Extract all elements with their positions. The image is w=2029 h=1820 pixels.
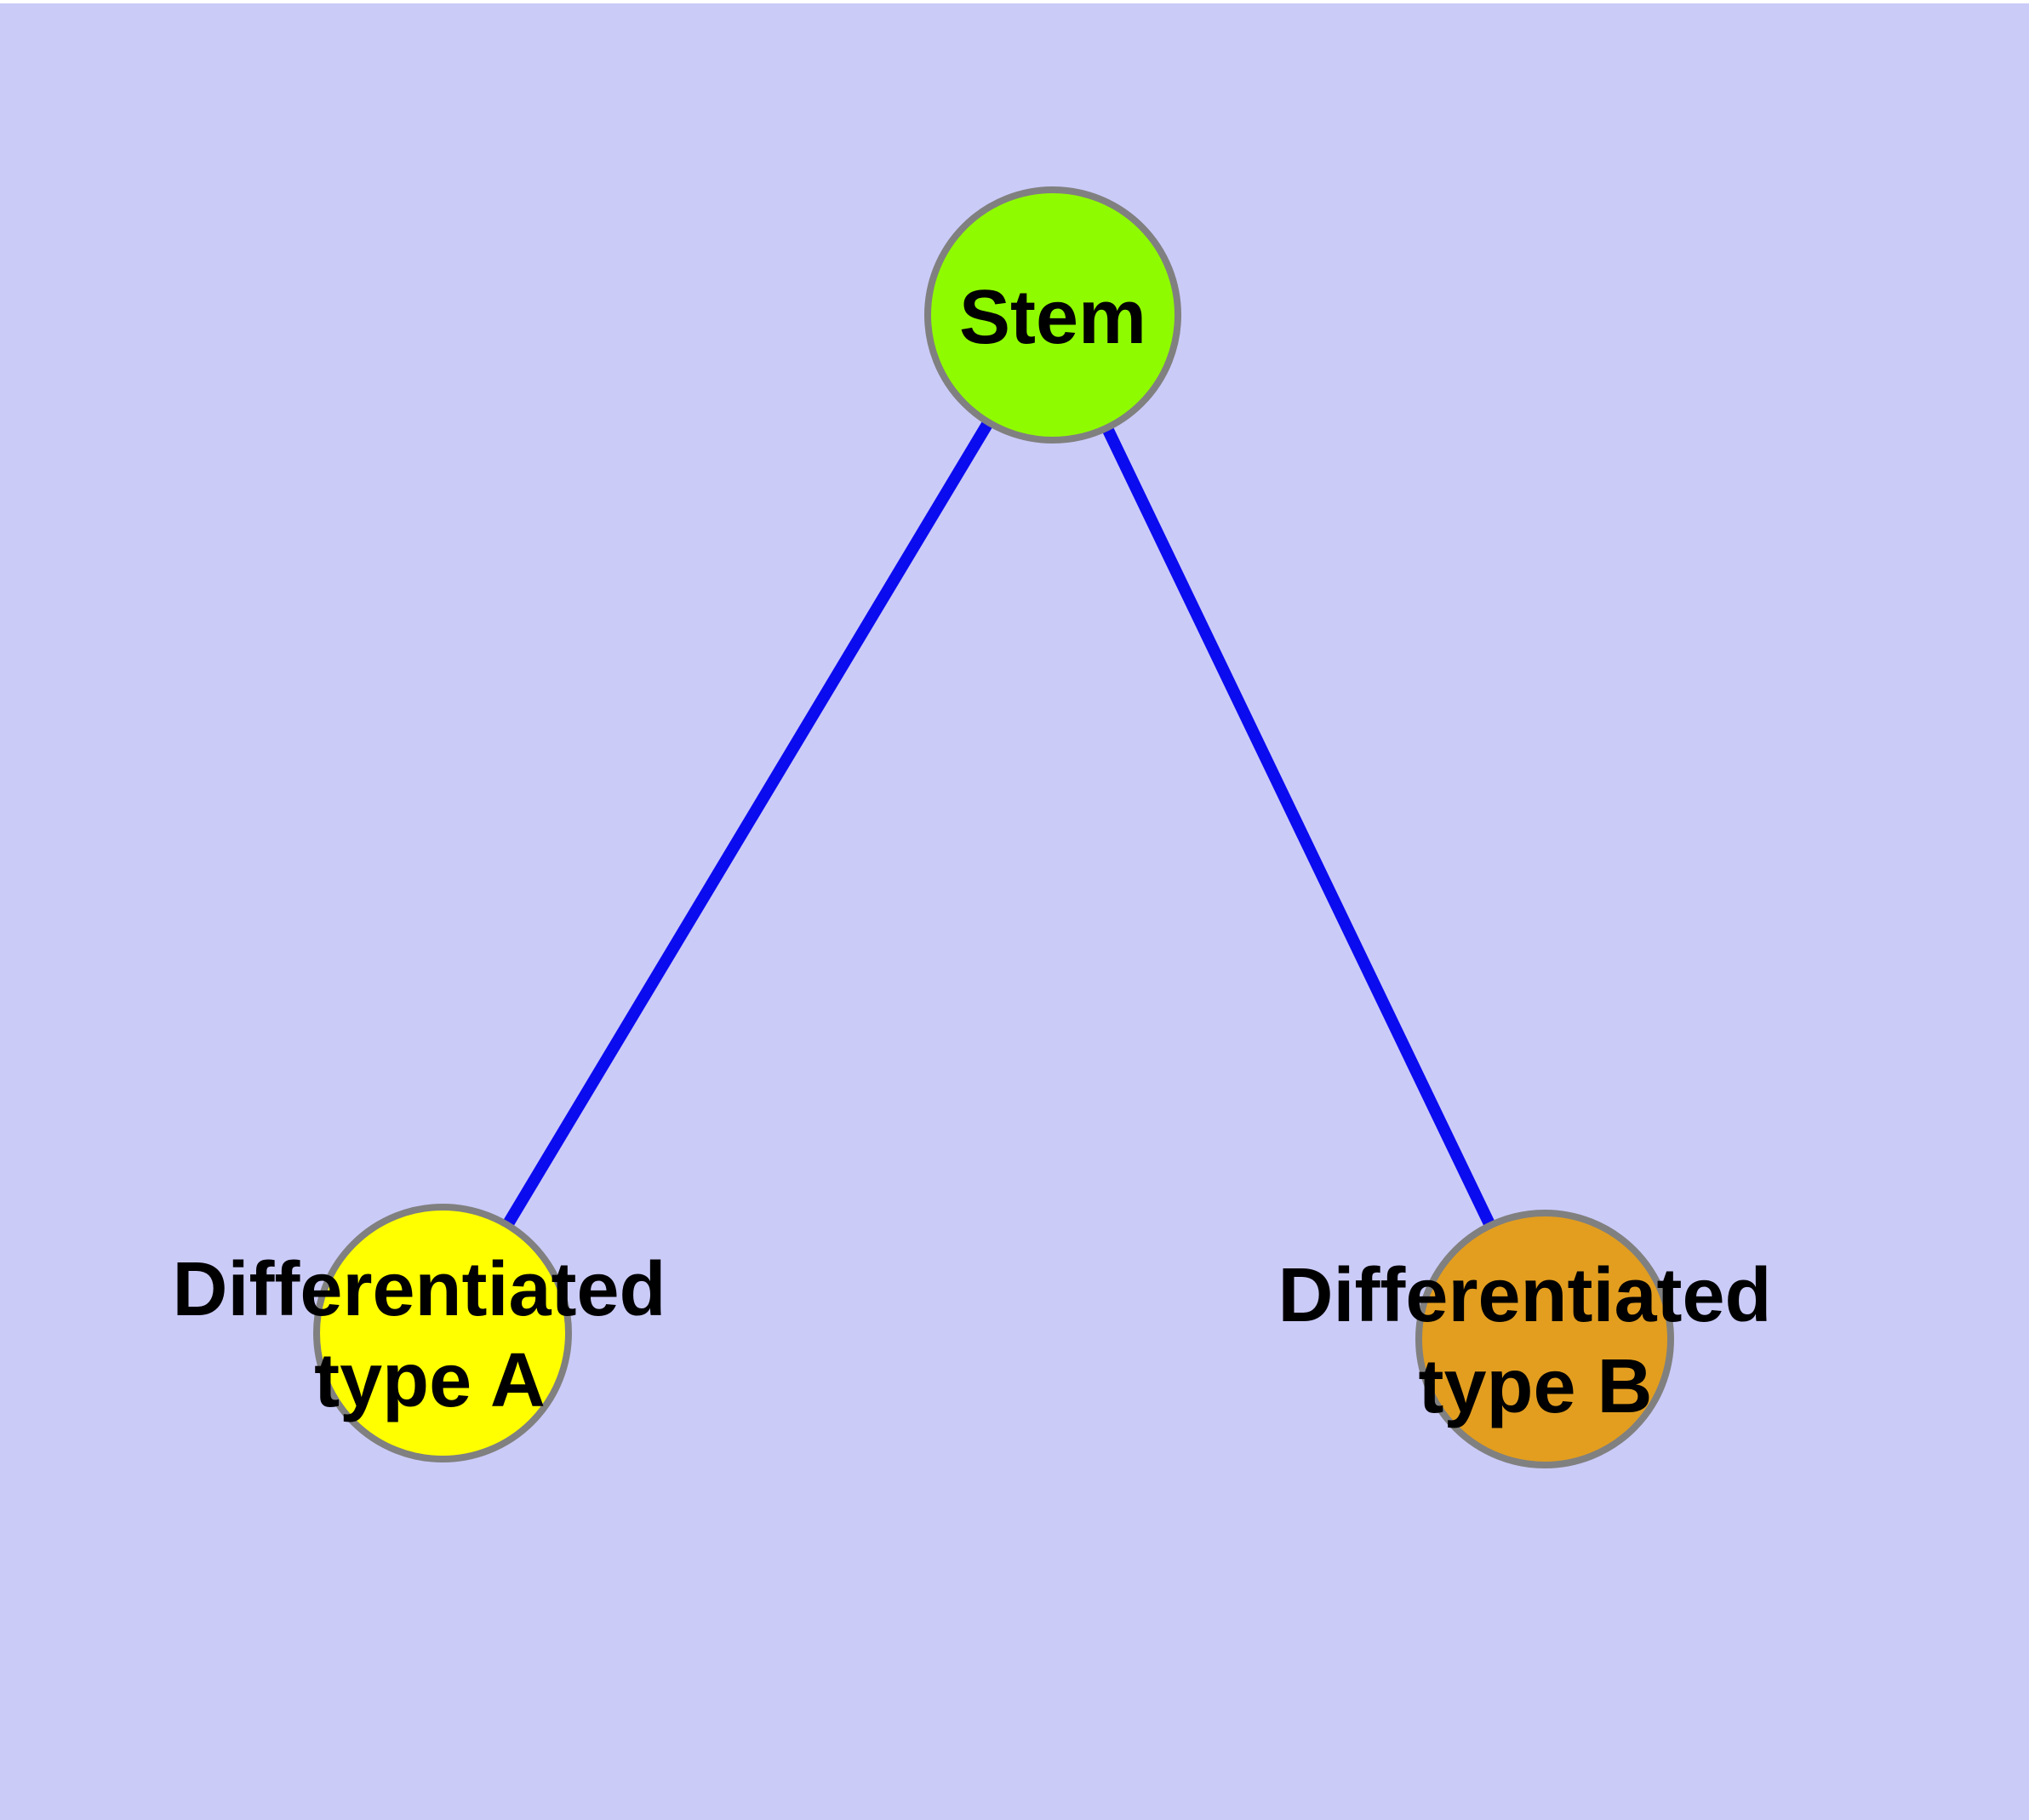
node-differentiated-type-b-label-line1: Differentiated [1277,1253,1771,1338]
node-differentiated-type-b[interactable] [1415,1210,1674,1468]
window-top-edge [0,0,2029,3]
node-stem[interactable] [924,186,1181,444]
node-stem-label: Stem [959,275,1146,360]
edge-stem-to-type-b [1047,312,1551,1342]
node-differentiated-type-a-label-line2: type A [314,1338,546,1423]
node-differentiated-type-a-label: Differentiated type A [172,1247,687,1423]
node-differentiated-type-a[interactable] [313,1204,572,1462]
edge-stem-to-type-a [437,312,1059,1336]
node-stem-label-line: Stem [959,275,1146,360]
node-differentiated-type-b-label: Differentiated type B [1277,1253,1792,1429]
node-differentiated-type-b-label-line2: type B [1418,1344,1652,1429]
node-differentiated-type-a-label-line1: Differentiated [172,1247,666,1332]
